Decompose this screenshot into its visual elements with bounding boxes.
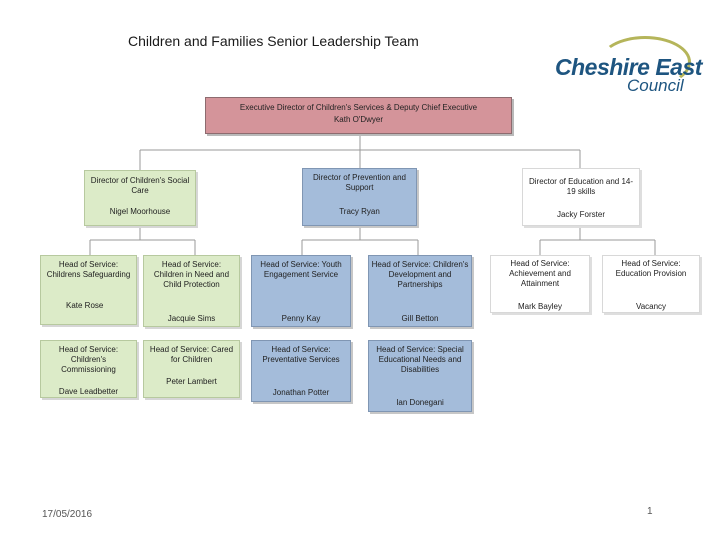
page-title: Children and Families Senior Leadership … (128, 33, 419, 49)
head-role: Head of Service: Childrens Safeguarding (46, 260, 131, 279)
head-achievement-box: Head of Service: Achievement and Attainm… (490, 255, 590, 313)
head-name: Jonathan Potter (272, 388, 330, 397)
director-social-care-box: Director of Children's Social Care Nigel… (84, 170, 196, 226)
head-development-box: Head of Service: Children's Development … (368, 255, 472, 327)
head-youth-box: Head of Service: Youth Engagement Servic… (251, 255, 351, 327)
council-logo: Cheshire East Council (553, 36, 702, 95)
head-cared-for-box: Head of Service: Cared for Children Pete… (143, 340, 240, 398)
head-role: Head of Service: Children's Commissionin… (58, 345, 119, 374)
logo-wordmark: Cheshire East (555, 54, 702, 80)
executive-director-box: Executive Director of Children's Service… (205, 97, 512, 134)
director-role: Director of Children's Social Care (90, 176, 190, 195)
head-commissioning-box: Head of Service: Children's Commissionin… (40, 340, 137, 398)
director-name: Tracy Ryan (339, 207, 380, 216)
head-preventative-box: Head of Service: Preventative Services J… (251, 340, 351, 402)
head-sen-box: Head of Service: Special Educational Nee… (368, 340, 472, 412)
director-role: Director of Education and 14-19 skills (528, 177, 634, 196)
head-role: Head of Service: Achievement and Attainm… (509, 259, 571, 288)
head-name: Dave Leadbetter (58, 387, 119, 396)
footer-date: 17/05/2016 (42, 509, 93, 520)
head-role: Head of Service: Education Provision (615, 259, 687, 278)
director-role: Director of Prevention and Support (313, 173, 406, 192)
head-role: Head of Service: Children in Need and Ch… (153, 260, 230, 289)
head-name: Peter Lambert (166, 377, 217, 386)
head-role: Head of Service: Youth Engagement Servic… (260, 260, 342, 279)
head-role: Head of Service: Children's Development … (371, 260, 469, 289)
director-prevention-box: Director of Prevention and Support Tracy… (302, 168, 417, 226)
director-name: Jacky Forster (556, 210, 605, 219)
head-name: Ian Donegani (396, 398, 444, 407)
head-provision-box: Head of Service: Education Provision Vac… (602, 255, 700, 313)
executive-role: Executive Director of Children's Service… (239, 103, 478, 112)
director-name: Nigel Moorhouse (109, 207, 171, 216)
head-name: Gill Betton (401, 314, 439, 323)
head-role: Head of Service: Cared for Children (149, 345, 234, 364)
head-name: Mark Bayley (517, 302, 562, 311)
head-name: Penny Kay (281, 314, 321, 323)
head-safeguarding-box: Head of Service: Childrens Safeguarding … (40, 255, 137, 325)
head-in-need-box: Head of Service: Children in Need and Ch… (143, 255, 240, 327)
head-name: Vacancy (635, 302, 667, 311)
director-education-box: Director of Education and 14-19 skills J… (522, 168, 640, 226)
head-role: Head of Service: Special Educational Nee… (376, 345, 464, 374)
logo-wheat-arc (599, 36, 691, 88)
head-role: Head of Service: Preventative Services (262, 345, 340, 364)
page-number: 1 (647, 506, 653, 517)
head-name: Kate Rose (66, 301, 104, 310)
logo-subtitle: Council (627, 76, 684, 95)
head-name: Jacquie Sims (167, 314, 216, 323)
executive-name: Kath O'Dwyer (333, 115, 384, 124)
